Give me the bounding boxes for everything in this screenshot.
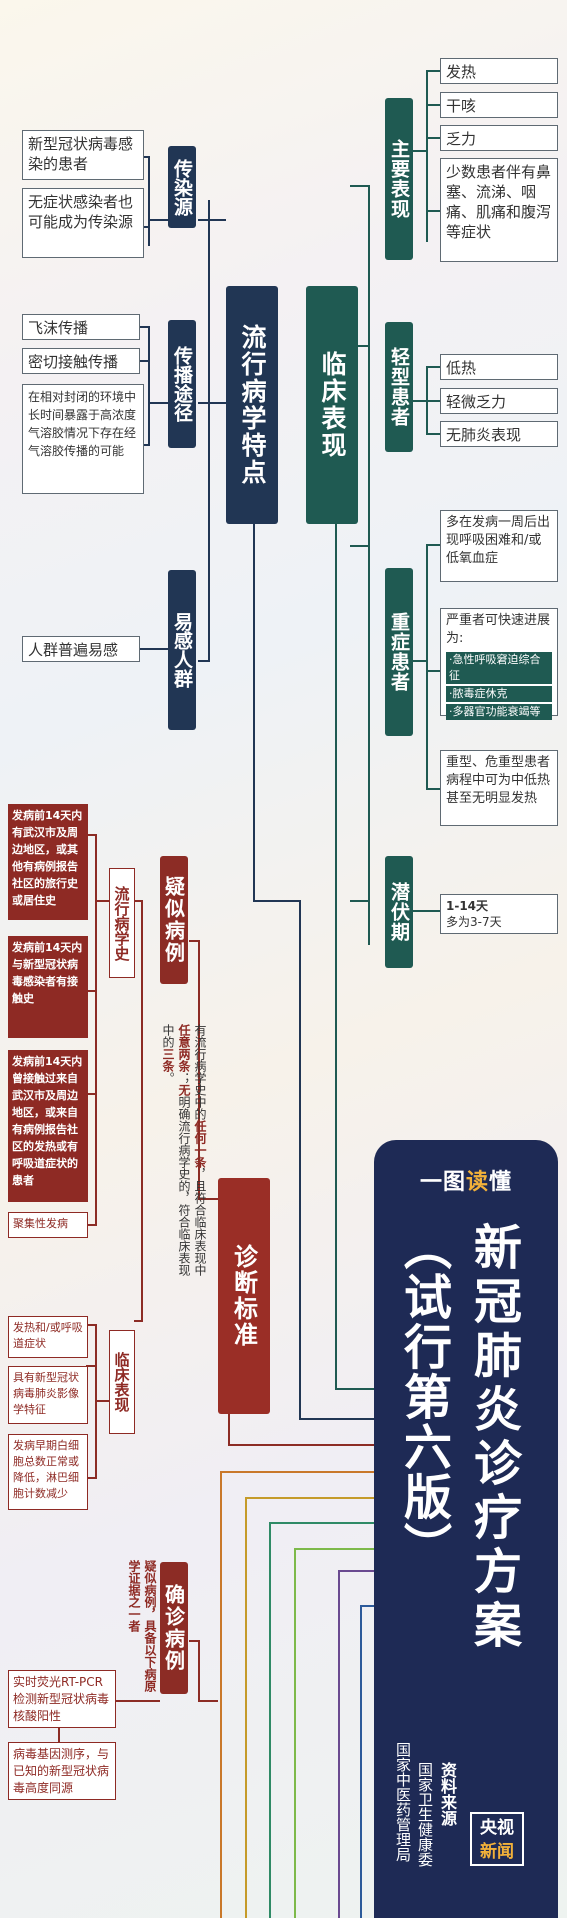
diag-clinical-label: 临床表现 <box>109 1330 135 1434</box>
clinical-main-label: 主要表现 <box>385 98 413 260</box>
incubation-line-2: 多为3-7天 <box>446 915 502 929</box>
poster-badge: 一图读懂 <box>419 1170 513 1195</box>
epihist-item-2: 发病前14天内与新型冠状病毒感染者有接触史 <box>8 936 88 1038</box>
clinical-severe-item-2: 严重者可快速进展为: ·急性呼吸窘迫综合征 ·脓毒症休克 ·多器官功能衰竭等 <box>440 608 558 720</box>
clinical-mild-item-1: 低热 <box>440 354 558 380</box>
severe-progress-item: ·急性呼吸窘迫综合征 <box>446 652 552 684</box>
severe-progress-title: 严重者可快速进展为: <box>446 613 551 646</box>
confirmed-item-1: 实时荧光RT-PCR检测新型冠状病毒核酸阳性 <box>8 1670 116 1728</box>
epi-route-item-1: 飞沫传播 <box>22 314 140 340</box>
epi-susceptible-label: 易感人群 <box>168 570 196 730</box>
epi-source-label: 传染源 <box>168 146 196 228</box>
clinical-main-item-4: 少数患者伴有鼻塞、流涕、咽痛、肌痛和腹泻等症状 <box>440 158 558 262</box>
clinical-severe-item-1: 多在发病一周后出现呼吸困难和/或低氧血症 <box>440 510 558 582</box>
confirmed-item-2: 病毒基因测序，与已知的新型冠状病毒高度同源 <box>8 1742 116 1800</box>
confirmed-note: 疑似病例，具备以下病原学证据之一者 <box>127 1560 157 1692</box>
poster-org-2: 国家中医药管理局 <box>394 1742 412 1862</box>
epi-route-label: 传播途径 <box>168 320 196 448</box>
clinical-mild-item-3: 无肺炎表现 <box>440 421 558 447</box>
poster-title-version: （试行第六版） <box>395 1222 451 1572</box>
clinical-incubation-label: 潜伏期 <box>385 856 413 968</box>
suspect-label: 疑似病例 <box>160 856 188 984</box>
epi-source-item-1: 新型冠状病毒感染的患者 <box>22 130 144 180</box>
poster-title-main: 新冠肺炎诊疗方案 <box>465 1222 521 1654</box>
epi-title: 流行病学特点 <box>226 286 278 524</box>
diag-clinical-item-3: 发病早期白细胞总数正常或降低，淋巴细胞计数减少 <box>8 1434 88 1510</box>
poster-panel <box>374 1140 558 1918</box>
epi-source-item-2: 无症状感染者也可能成为传染源 <box>22 188 144 258</box>
clinical-mild-label: 轻型患者 <box>385 322 413 452</box>
diag-clinical-item-1: 发热和/或呼吸道症状 <box>8 1316 88 1358</box>
epihist-item-1: 发病前14天内有武汉市及周边地区，或其他有病例报告社区的旅行史或居住史 <box>8 804 88 920</box>
clinical-mild-item-2: 轻微乏力 <box>440 388 558 414</box>
clinical-main-item-2: 干咳 <box>440 92 558 118</box>
epihist-label: 流行病学史 <box>109 868 135 978</box>
epi-susceptible-item-1: 人群普遍易感 <box>22 636 140 662</box>
confirmed-label: 确诊病例 <box>160 1562 188 1694</box>
severe-progress-item: ·多器官功能衰竭等 <box>446 704 552 720</box>
diag-title: 诊断标准 <box>218 1178 270 1414</box>
epihist-item-4: 聚集性发病 <box>8 1212 88 1238</box>
epi-route-item-2: 密切接触传播 <box>22 348 140 374</box>
epihist-item-3: 发病前14天内曾接触过来自武汉市及周边地区，或来自有病例报告社区的发热或有呼吸道… <box>8 1050 88 1202</box>
clinical-main-item-3: 乏力 <box>440 125 558 151</box>
clinical-severe-label: 重症患者 <box>385 568 413 736</box>
poster-source-label: 资料来源 <box>438 1762 457 1826</box>
incubation-line-1: 1-14天 <box>446 899 489 913</box>
clinical-main-item-1: 发热 <box>440 58 558 84</box>
cctv-news-logo: 央视 新闻 <box>470 1812 524 1866</box>
suspect-criteria-note: 有流行病学史中的任何一条，且符合临床表现中任意两条；无明确流行病学史的，符合临床… <box>161 1024 207 1276</box>
poster-org-1: 国家卫生健康委 <box>416 1762 434 1867</box>
clinical-incubation-box: 1-14天 多为3-7天 <box>440 894 558 934</box>
severe-progress-item: ·脓毒症休克 <box>446 686 552 702</box>
clinical-severe-item-3: 重型、危重型患者病程中可为中低热甚至无明显发热 <box>440 750 558 826</box>
clinical-title: 临床表现 <box>306 286 358 524</box>
epi-route-item-3: 在相对封闭的环境中长时间暴露于高浓度气溶胶情况下存在经气溶胶传播的可能 <box>22 384 144 494</box>
diag-clinical-item-2: 具有新型冠状病毒肺炎影像学特征 <box>8 1366 88 1424</box>
